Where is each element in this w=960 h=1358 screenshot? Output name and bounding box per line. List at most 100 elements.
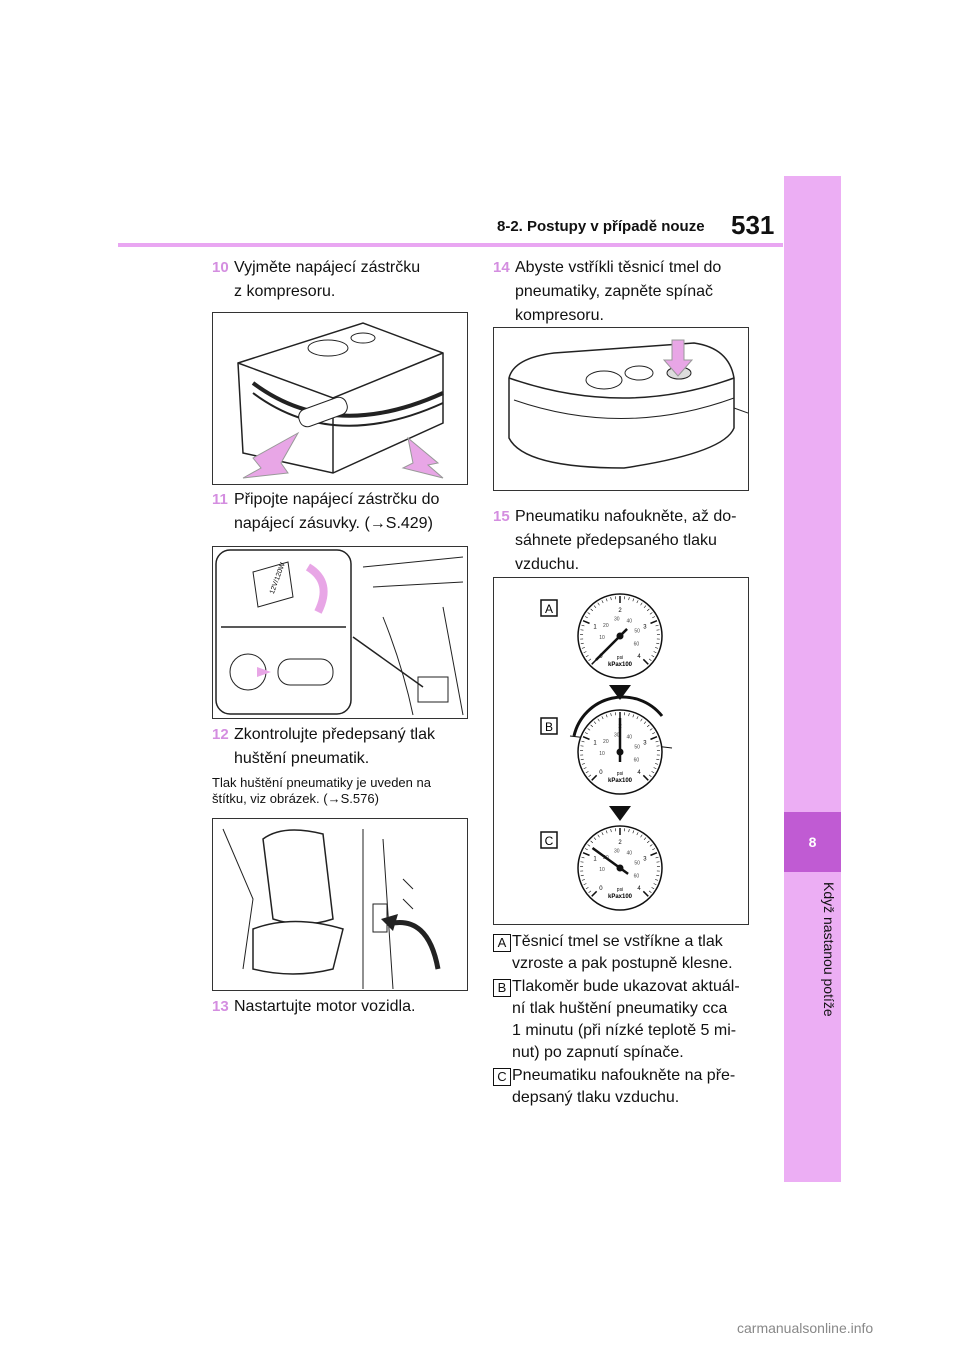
step-15: 15 Pneumatiku nafoukněte, až do- sáhnete… — [493, 505, 763, 577]
gauge-tick — [610, 829, 612, 833]
gauge-tick — [587, 844, 591, 847]
gauge-tick — [651, 887, 655, 890]
explanation-label-a: A — [493, 934, 511, 952]
gauge-psi-label: 40 — [627, 735, 633, 741]
gauge-tick — [605, 714, 608, 718]
gauge-tick — [655, 763, 659, 765]
step-text: Pneumatiku nafoukněte, až do- sáhnete př… — [515, 508, 737, 573]
chapter-title: Když nastanou potíže — [821, 882, 837, 1017]
explanation-c-text: Pneumatiku nafoukněte na pře- depsaný tl… — [512, 1067, 736, 1106]
gauge-tick — [640, 834, 643, 838]
gauge-tick — [581, 879, 585, 881]
gauge-tick — [588, 890, 592, 893]
step-12-note: Tlak huštění pneumatiky je uveden na ští… — [212, 775, 431, 806]
gauge-tick-label: 1 — [593, 625, 597, 631]
gauge-tick — [649, 728, 653, 731]
gauge-tick — [650, 619, 658, 625]
gauge-tick — [643, 721, 647, 725]
gauge-tick — [646, 724, 650, 728]
gauge-tick — [584, 732, 588, 735]
gauge-tick-label: 2 — [618, 840, 622, 846]
gauge-tick — [591, 890, 598, 897]
gauge-tick-label: 3 — [643, 741, 647, 747]
gauge-tick — [582, 619, 590, 625]
explanation-label-b: B — [493, 979, 511, 997]
gauge-tick — [649, 612, 653, 615]
step-number: 15 — [493, 508, 510, 525]
gauge-tick — [581, 647, 585, 649]
gauge-tick — [583, 883, 587, 886]
down-arrow-icon — [609, 806, 631, 821]
gauge-tick — [587, 612, 591, 615]
gauge-unit: kPax100 — [608, 662, 633, 668]
gauge-tick — [648, 658, 652, 661]
gauge-tick — [650, 851, 658, 857]
gauge-tick — [590, 608, 594, 612]
step-12: 12 Zkontrolujte předepsaný tlak huštění … — [212, 723, 472, 771]
header-rule — [118, 243, 783, 247]
gauge-tick — [628, 713, 630, 717]
gauge-tick — [632, 830, 635, 834]
gauge-tick-label: 1 — [593, 741, 597, 747]
gauge-tick — [584, 616, 588, 619]
gauge-tick — [587, 728, 591, 731]
gauge-tick-label: 4 — [637, 770, 641, 776]
gauge-unit-psi: psi — [617, 655, 623, 661]
gauge-label-a: A — [545, 602, 553, 616]
gauge-tick — [610, 597, 612, 601]
gauge-psi-label: 60 — [634, 641, 640, 647]
illustration-remove-plug — [212, 312, 468, 485]
gauge-psi-label: 50 — [634, 861, 640, 867]
gauge-tick — [581, 624, 585, 627]
gauge-psi-label: 60 — [634, 757, 640, 763]
gauge-tick — [628, 829, 630, 833]
step-14: 14 Abyste vstříkli těsnicí tmel do pneum… — [493, 256, 763, 328]
section-title: 8-2. Postupy v případě nouze — [497, 218, 705, 235]
step-11: 11 Připojte napájecí zástrčku do napájec… — [212, 488, 472, 536]
gauge-psi-label: 40 — [627, 619, 633, 625]
gauge-psi-label: 30 — [614, 732, 620, 738]
gauge-psi-label: 10 — [599, 867, 605, 873]
gauge-tick — [632, 598, 635, 602]
gauge-tick — [585, 771, 589, 774]
gauge-tick — [580, 874, 584, 877]
gauge-tick — [585, 887, 589, 890]
step-number: 12 — [212, 726, 229, 743]
gauge-tick — [640, 718, 643, 722]
gauge-tick — [591, 774, 598, 781]
gauge-hub — [616, 632, 624, 640]
gauge-tick — [649, 844, 653, 847]
explanation-label-c: C — [493, 1068, 511, 1086]
down-arrow-icon — [609, 685, 631, 700]
gauge-psi-label: 50 — [634, 629, 640, 635]
gauge-panel-a: A — [540, 599, 558, 617]
gauge-tick — [628, 597, 630, 601]
gauge-panel-c: C — [540, 831, 558, 849]
gauge-tick — [591, 658, 598, 665]
gauge-tick — [656, 642, 660, 645]
gauge-tick — [653, 767, 657, 770]
gauge-tick-label: 4 — [637, 654, 641, 660]
gauge-tick — [597, 718, 600, 722]
page-number: 531 — [731, 210, 775, 240]
step-number: 14 — [493, 259, 510, 276]
gauge-tick — [653, 651, 657, 654]
illustration-power-outlet: 12V/120W — [212, 546, 468, 719]
gauge-tick — [655, 624, 659, 627]
gauge-tick — [640, 602, 643, 606]
illustration-compressor-switch — [493, 327, 749, 491]
gauge-tick — [601, 600, 604, 604]
gauge-tick — [581, 740, 585, 743]
gauge-tick — [583, 767, 587, 770]
step-text: Zkontrolujte předepsaný tlak huštění pne… — [234, 726, 435, 767]
step-13: 13 Nastartujte motor vozidla. — [212, 995, 472, 1019]
gauge-psi-label: 20 — [603, 623, 609, 629]
explanation-b-text: Tlakoměr bude ukazovat aktuál- ní tlak h… — [512, 978, 740, 1061]
gauge-tick-label: 0 — [599, 654, 603, 660]
gauge-tick-label: 2 — [618, 608, 622, 614]
gauge-psi-label: 10 — [599, 751, 605, 757]
gauge-psi-label: 10 — [599, 635, 605, 641]
gauge-tick — [642, 658, 649, 665]
illustration-pressure-gauges: A B C 01234102030405060kPax100psi0123410… — [493, 577, 749, 925]
gauge-tick — [655, 856, 659, 859]
